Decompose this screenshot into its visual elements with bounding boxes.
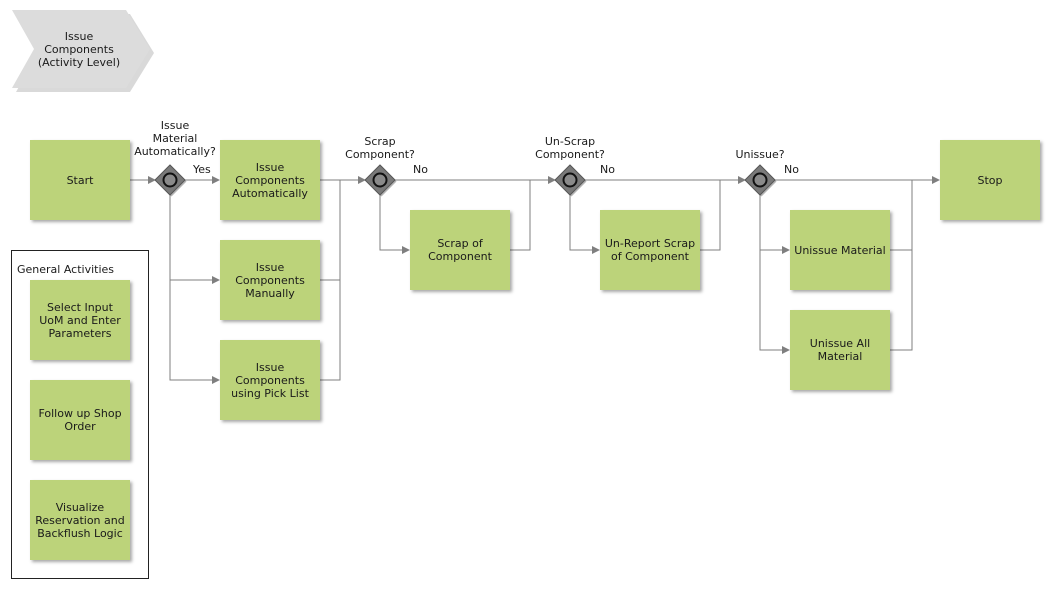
activity-unissue-all[interactable]: Unissue All Material [790, 310, 890, 390]
general-item-select-uom[interactable]: Select Input UoM and Enter Parameters [30, 280, 130, 360]
edge-unissue-all-merge [890, 250, 913, 351]
edge-manual-merge [320, 180, 341, 281]
edge-gw2-scrap [379, 195, 410, 254]
general-item-visualize[interactable]: Visualize Reservation and Backflush Logi… [30, 480, 130, 560]
gateway-unscrap-label: Un-Scrap Component? [535, 135, 605, 161]
activity-scrap[interactable]: Scrap of Component [410, 210, 510, 290]
edge-gw4-unissue [759, 195, 790, 254]
edge-gw1-picklist [169, 280, 220, 384]
edge-label-no-unscrap: No [600, 163, 615, 176]
edge-scrap-merge [510, 180, 531, 251]
gateway-issue-auto[interactable] [154, 164, 187, 197]
general-item-follow-up[interactable]: Follow up Shop Order [30, 380, 130, 460]
activity-unreport-scrap[interactable]: Un-Report Scrap of Component [600, 210, 700, 290]
edge-label-yes: Yes [193, 163, 211, 176]
general-activities-panel: General Activities [11, 250, 149, 579]
activity-unissue-material[interactable]: Unissue Material [790, 210, 890, 290]
edge-gw3-unreport [569, 195, 600, 254]
header-title: Issue Components (Activity Level) [37, 30, 121, 69]
edge-unissue-merge [890, 180, 913, 251]
edge-unreport-merge [700, 180, 721, 251]
activity-start[interactable]: Start [30, 140, 130, 220]
gateway-unissue[interactable] [744, 164, 777, 197]
edge-label-no-unissue: No [784, 163, 799, 176]
edge-gw1-manual [169, 195, 220, 284]
header-chevron-face [12, 10, 150, 88]
edge-gw4-unissue-all [759, 250, 790, 354]
activity-issue-manual[interactable]: Issue Components Manually [220, 240, 320, 320]
activity-issue-picklist[interactable]: Issue Components using Pick List [220, 340, 320, 420]
edge-label-no-scrap: No [413, 163, 428, 176]
gateway-scrap[interactable] [364, 164, 397, 197]
edge-picklist-merge [320, 280, 341, 381]
gateway-scrap-label: Scrap Component? [345, 135, 415, 161]
gateway-issue-auto-label: Issue Material Automatically? [134, 119, 216, 158]
gateway-unscrap[interactable] [554, 164, 587, 197]
gateway-unissue-label: Unissue? [735, 148, 785, 161]
general-activities-title: General Activities [17, 263, 115, 276]
activity-issue-auto[interactable]: Issue Components Automatically [220, 140, 320, 220]
activity-stop[interactable]: Stop [940, 140, 1040, 220]
